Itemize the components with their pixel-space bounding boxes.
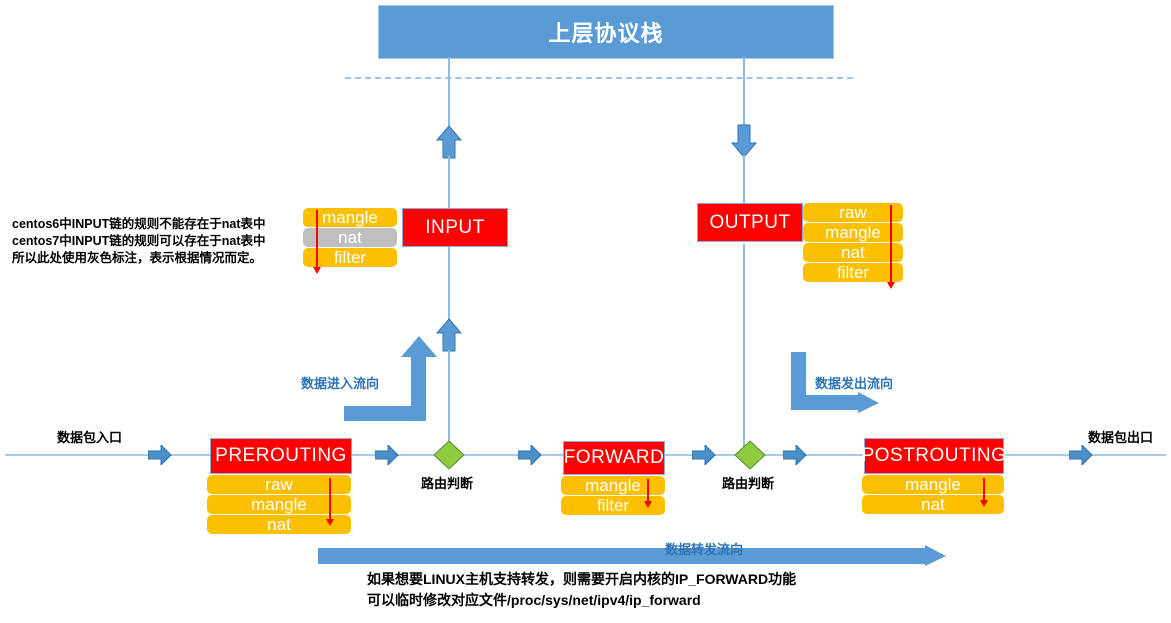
table-pill-nat: nat [862, 495, 1004, 514]
flow-chevron-icon-route1-out [518, 445, 542, 465]
input-vline-to-route [448, 350, 450, 450]
prerouting-table-order-arrow [326, 478, 334, 526]
route-decision-label-2: 路由判断 [722, 476, 775, 491]
inbound-flow-arrowhead-icon [401, 336, 437, 357]
outbound-flow-arrowhead-icon [858, 392, 879, 413]
table-pill-nat: nat [803, 243, 903, 262]
input-vline-lower [448, 247, 450, 320]
flow-chevron-icon-ingress [148, 445, 172, 465]
ip-forward-note: 如果想要LINUX主机支持转发，则需要开启内核的IP_FORWARD功能 可以临… [367, 571, 797, 608]
forward-flow-arrowhead-icon [925, 545, 946, 566]
path-line-ingress [5, 454, 211, 456]
chain-label-output: OUTPUT [709, 211, 791, 233]
table-pill-mangle: mangle [303, 208, 397, 227]
table-pill-filter: filter [803, 263, 903, 282]
forward-table-order-arrow [644, 479, 652, 508]
path-line-prerouting-to-route1 [349, 454, 449, 456]
outbound-flow-arrow-horizontal [791, 395, 865, 410]
chain-label-prerouting: PREROUTING [215, 445, 347, 466]
upper-protocol-stack-label: 上层协议栈 [548, 21, 664, 46]
path-line-route1-to-forward [449, 454, 569, 456]
output-table-order-arrow [887, 205, 895, 289]
packet-in-label: 数据包入口 [57, 430, 123, 445]
table-pill-raw: raw [803, 203, 903, 222]
outbound-flow-label: 数据发出流向 [815, 376, 894, 391]
table-pill-filter: filter [561, 496, 665, 515]
arrow-up-icon-input-top [436, 125, 462, 159]
chain-box-forward: FORWARD [563, 441, 665, 475]
flow-chevron-icon-egress [1069, 445, 1093, 465]
kernel-userspace-divider [345, 77, 853, 79]
output-vline-lower [743, 244, 745, 454]
input-table-stack: mangle nat filter [303, 208, 397, 267]
postrouting-table-stack: mangle nat [862, 475, 1004, 514]
chain-box-postrouting: POSTROUTING [861, 438, 1007, 474]
output-vline-mid [743, 155, 745, 210]
flow-chevron-icon-forward-out [692, 445, 716, 465]
chain-label-postrouting: POSTROUTING [861, 445, 1007, 466]
output-vline-top [743, 57, 745, 131]
arrow-up-icon-input-bottom [436, 318, 462, 352]
table-pill-mangle: mangle [803, 223, 903, 242]
inbound-flow-label: 数据进入流向 [301, 376, 380, 391]
chain-box-input: INPUT [402, 208, 508, 247]
packet-out-label: 数据包出口 [1088, 430, 1154, 445]
input-nat-note: centos6中INPUT链的规则不能存在于nat表中 centos7中INPU… [12, 217, 266, 265]
table-pill-mangle: mangle [207, 495, 351, 514]
chain-box-prerouting: PREROUTING [210, 438, 352, 474]
input-vline-mid [448, 156, 450, 210]
path-line-route2-to-postrouting [750, 454, 866, 456]
prerouting-table-stack: raw mangle nat [207, 475, 351, 534]
table-pill-nat: nat [303, 228, 397, 247]
route-decision-label-1: 路由判断 [421, 476, 474, 491]
chain-label-input: INPUT [425, 216, 485, 238]
routing-decision-diamond-2 [734, 440, 766, 470]
table-pill-mangle: mangle [561, 476, 665, 495]
flow-chevron-icon-prerouting-out [375, 445, 399, 465]
inbound-flow-arrow-vertical [411, 352, 426, 412]
routing-decision-diamond-1 [433, 440, 465, 470]
chain-box-output: OUTPUT [697, 203, 803, 242]
arrow-down-icon-output-top [731, 124, 757, 158]
postrouting-table-order-arrow [980, 478, 988, 507]
input-table-order-arrow [313, 210, 321, 274]
table-pill-raw: raw [207, 475, 351, 494]
forward-table-stack: mangle filter [561, 476, 665, 515]
chain-label-forward: FORWARD [563, 447, 665, 468]
upper-protocol-stack-box: 上层协议栈 [378, 5, 834, 59]
inbound-flow-arrow-horizontal [344, 406, 426, 421]
forward-flow-label: 数据转发流向 [665, 542, 744, 557]
output-table-stack: raw mangle nat filter [803, 203, 903, 282]
flow-chevron-icon-route2-out [783, 445, 807, 465]
table-pill-nat: nat [207, 515, 351, 534]
forward-flow-arrow-bar [318, 548, 928, 564]
table-pill-mangle: mangle [862, 475, 1004, 494]
table-pill-filter: filter [303, 248, 397, 267]
input-vline-top [448, 57, 450, 140]
